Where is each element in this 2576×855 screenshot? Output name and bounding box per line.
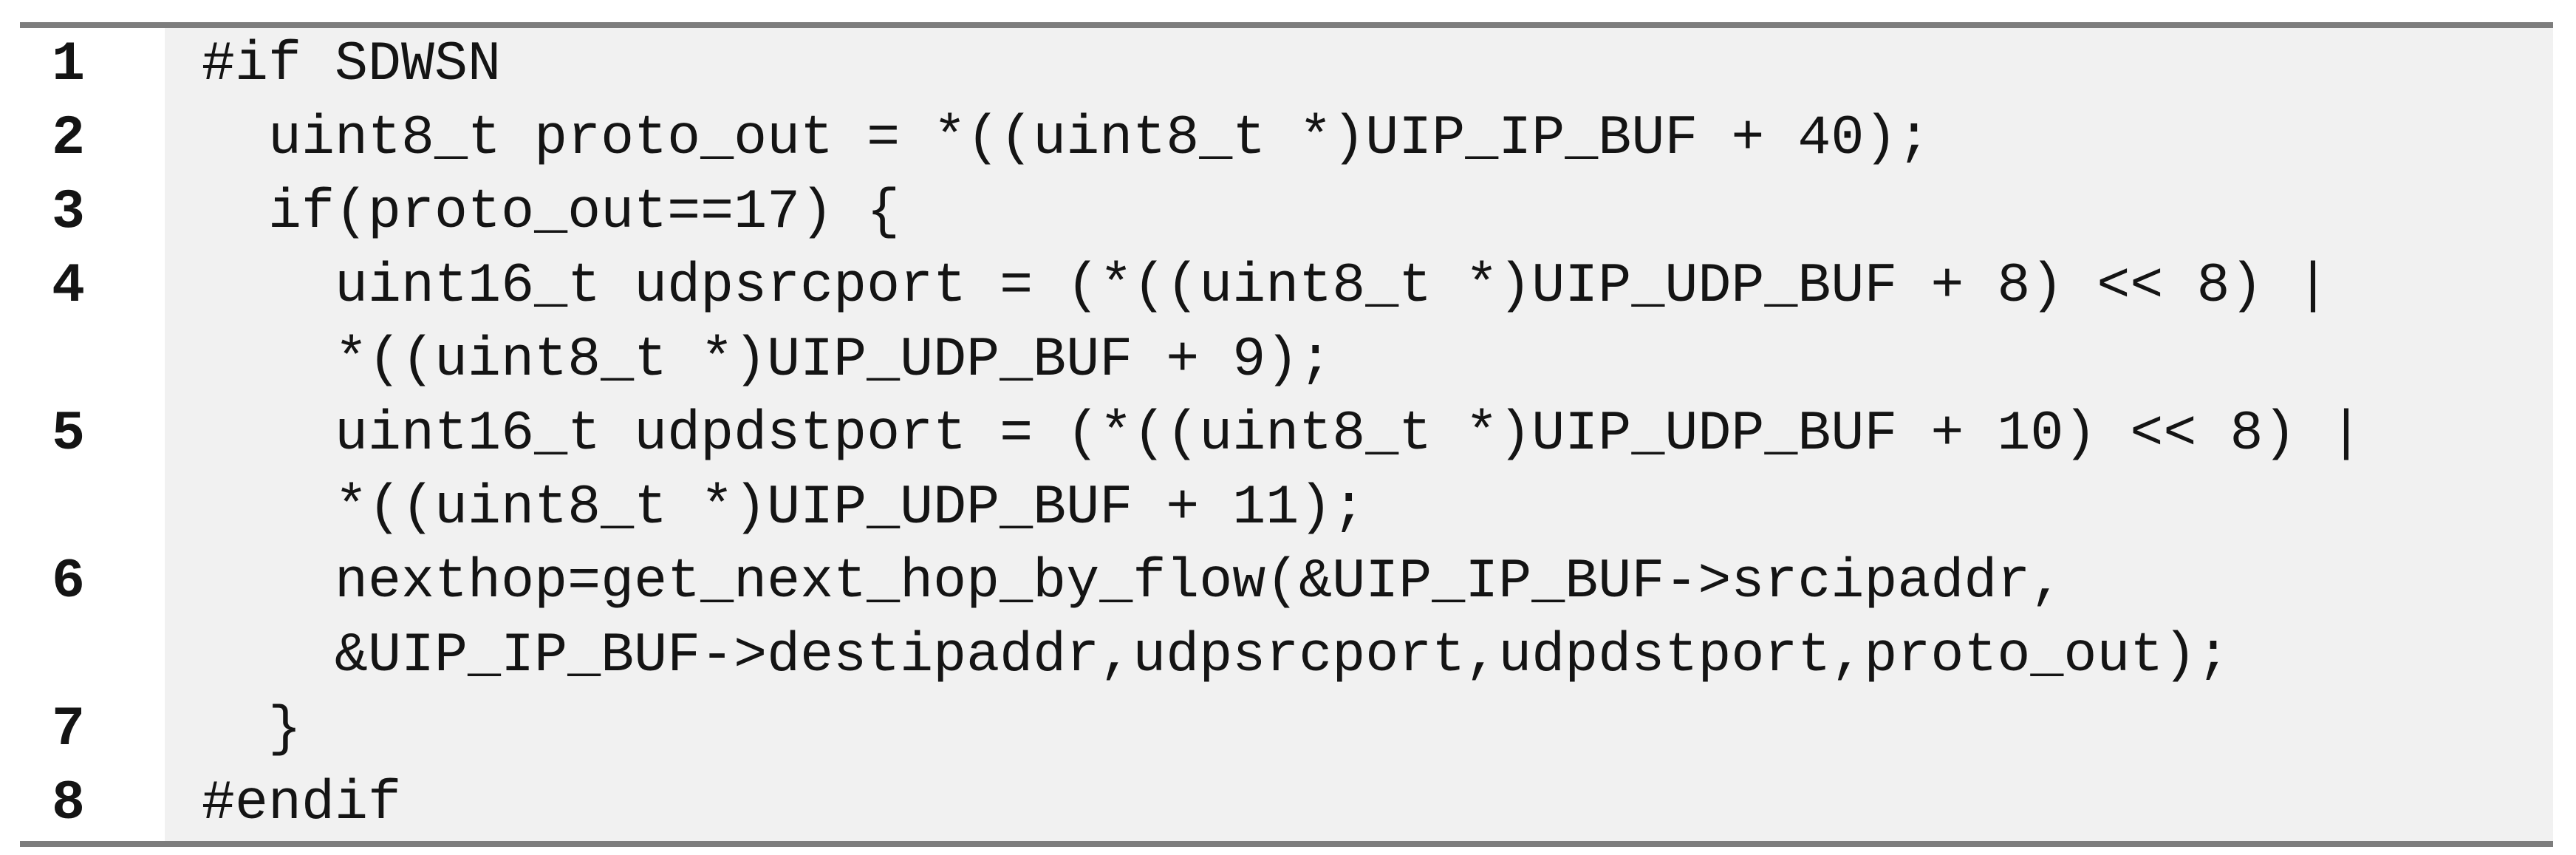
code-cell: uint16_t udpdstport = (*((uint8_t *)UIP_… bbox=[165, 398, 2553, 545]
code-line: 4 uint16_t udpsrcport = (*((uint8_t *)UI… bbox=[20, 250, 2553, 398]
code-line: 6 nexthop=get_next_hop_by_flow(&UIP_IP_B… bbox=[20, 545, 2553, 693]
code-line: 5 uint16_t udpdstport = (*((uint8_t *)UI… bbox=[20, 398, 2553, 545]
code-line: 2 uint8_t proto_out = *((uint8_t *)UIP_I… bbox=[20, 102, 2553, 176]
code-cell: #endif bbox=[165, 767, 2553, 841]
line-number: 1 bbox=[20, 28, 165, 102]
line-number: 3 bbox=[20, 176, 165, 250]
code-row-continuation: &UIP_IP_BUF->destipaddr,udpsrcport,udpds… bbox=[202, 624, 2230, 687]
line-number: 4 bbox=[20, 250, 165, 398]
line-number: 7 bbox=[20, 693, 165, 767]
line-number: 2 bbox=[20, 102, 165, 176]
code-row: #endif bbox=[202, 772, 402, 835]
code-row-continuation: *((uint8_t *)UIP_UDP_BUF + 9); bbox=[202, 329, 1333, 392]
code-cell: #if SDWSN bbox=[165, 28, 2553, 102]
code-row: } bbox=[202, 698, 302, 761]
line-number: 6 bbox=[20, 545, 165, 693]
code-line: 1 #if SDWSN bbox=[20, 28, 2553, 102]
code-row-continuation: *((uint8_t *)UIP_UDP_BUF + 11); bbox=[202, 477, 1366, 539]
code-line: 7 } bbox=[20, 693, 2553, 767]
code-listing: 1 #if SDWSN 2 uint8_t proto_out = *((uin… bbox=[20, 22, 2553, 847]
code-row: uint8_t proto_out = *((uint8_t *)UIP_IP_… bbox=[202, 107, 1931, 170]
line-number: 8 bbox=[20, 767, 165, 841]
code-row: if(proto_out==17) { bbox=[202, 181, 901, 244]
code-row: #if SDWSN bbox=[202, 33, 502, 96]
code-cell: uint16_t udpsrcport = (*((uint8_t *)UIP_… bbox=[165, 250, 2553, 398]
code-cell: nexthop=get_next_hop_by_flow(&UIP_IP_BUF… bbox=[165, 545, 2553, 693]
code-cell: if(proto_out==17) { bbox=[165, 176, 2553, 250]
code-row: uint16_t udpsrcport = (*((uint8_t *)UIP_… bbox=[202, 255, 2330, 318]
code-cell: } bbox=[165, 693, 2553, 767]
line-number: 5 bbox=[20, 398, 165, 545]
code-cell: uint8_t proto_out = *((uint8_t *)UIP_IP_… bbox=[165, 102, 2553, 176]
code-line: 3 if(proto_out==17) { bbox=[20, 176, 2553, 250]
code-line: 8 #endif bbox=[20, 767, 2553, 841]
code-row: nexthop=get_next_hop_by_flow(&UIP_IP_BUF… bbox=[202, 551, 2064, 613]
code-row: uint16_t udpdstport = (*((uint8_t *)UIP_… bbox=[202, 403, 2363, 466]
